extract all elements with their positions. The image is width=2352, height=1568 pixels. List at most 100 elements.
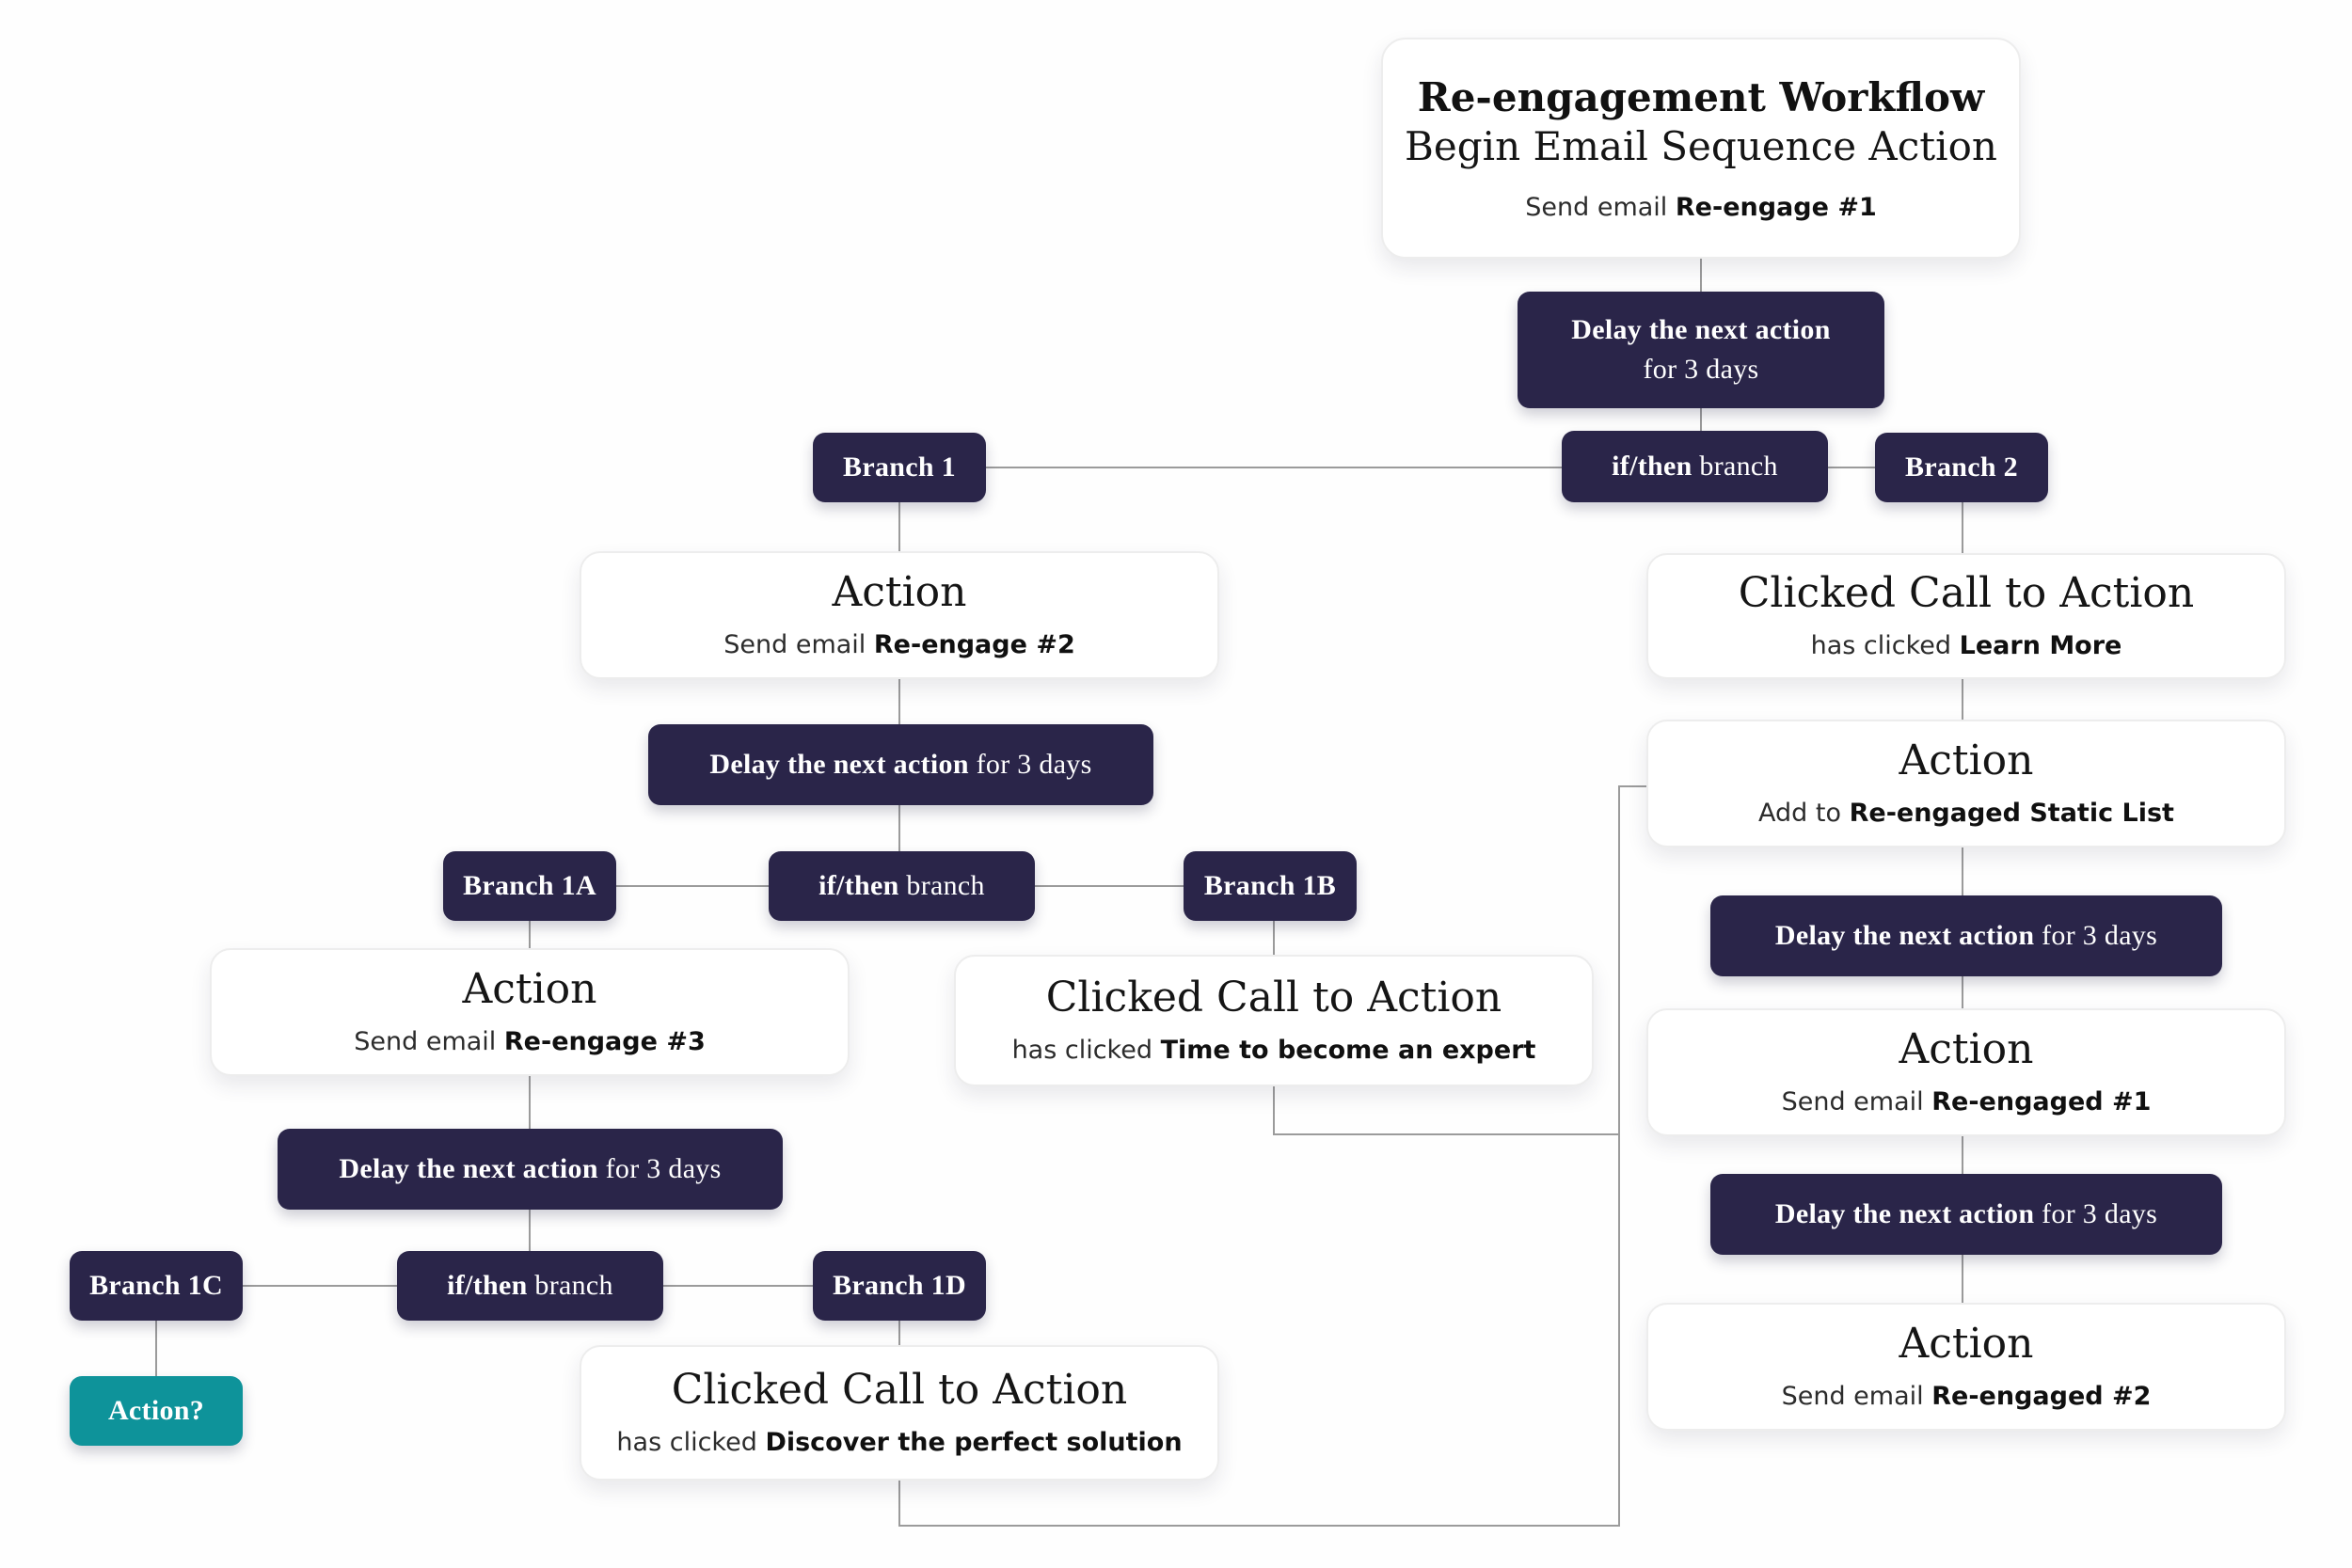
node-cta-learn-more: Clicked Call to Action has clicked Learn… — [1646, 553, 2286, 679]
connector-line — [1962, 1136, 1963, 1174]
node-branch-1: Branch 1 — [813, 433, 986, 502]
connector-line — [898, 679, 900, 724]
body-bold-text: Re-engaged #2 — [1931, 1382, 2152, 1411]
node-title: Clicked Call to Action — [1738, 568, 2195, 617]
ifthen-bold-text: if/then — [447, 1270, 528, 1301]
body-bold-text: Re-engage #3 — [503, 1027, 706, 1056]
node-body: Send email Re-engage #2 — [723, 630, 1074, 660]
node-ifthen-3: if/then branch — [397, 1251, 663, 1321]
body-text: Send email — [1781, 1087, 1932, 1117]
ifthen-label: if/then branch — [1612, 447, 1778, 486]
delay-label: Delay the next action for 3 days — [339, 1149, 721, 1189]
connector-line — [529, 1076, 531, 1129]
connector-line — [1618, 786, 1620, 1527]
ifthen-bold-text: if/then — [818, 870, 899, 901]
delay-rest-text: for 3 days — [2034, 1198, 2158, 1229]
branch-label: Branch 1D — [833, 1270, 966, 1301]
node-action-send-reengage-3: Action Send email Re-engage #3 — [210, 948, 850, 1076]
terminal-label: Action? — [107, 1395, 205, 1426]
delay-rest-text: for 3 days — [2034, 920, 2158, 951]
body-text: has clicked — [1810, 631, 1960, 660]
node-ifthen-2: if/then branch — [769, 851, 1035, 921]
connector-line — [986, 467, 1562, 468]
connector-line — [1828, 467, 1875, 468]
node-body: has clicked Time to become an expert — [1012, 1036, 1536, 1066]
node-ifthen-1: if/then branch — [1562, 431, 1828, 502]
node-delay-right-1: Delay the next action for 3 days — [1710, 895, 2222, 976]
connector-line — [898, 1525, 1620, 1527]
connector-line — [1700, 408, 1702, 431]
ifthen-bold-text: if/then — [1612, 451, 1692, 482]
node-cta-expert: Clicked Call to Action has clicked Time … — [954, 955, 1594, 1086]
connector-line — [529, 1210, 531, 1251]
connector-line — [1035, 885, 1184, 887]
node-delay-right-2: Delay the next action for 3 days — [1710, 1174, 2222, 1255]
node-body: Add to Re-engaged Static List — [1758, 799, 2174, 829]
delay-label: Delay the next action for 3 days — [1775, 916, 2157, 956]
delay-rest-text: for 3 days — [597, 1153, 722, 1184]
node-action-send-reengaged-2: Action Send email Re-engaged #2 — [1646, 1303, 2286, 1431]
node-action-send-reengaged-1: Action Send email Re-engaged #1 — [1646, 1008, 2286, 1136]
node-title: Action — [1899, 1024, 2034, 1073]
connector-line — [1700, 259, 1702, 292]
workflow-title: Re-engagement Workflow — [1417, 73, 1985, 120]
branch-label: Branch 1B — [1203, 870, 1337, 901]
connector-line — [898, 1321, 900, 1345]
connector-line — [898, 805, 900, 851]
body-bold-text: Re-engaged Static List — [1849, 799, 2174, 828]
delay-bold-text: Delay the next action — [709, 749, 969, 780]
body-bold-text: Time to become an expert — [1160, 1036, 1536, 1065]
connector-line — [898, 502, 900, 551]
connector-line — [1962, 1255, 1963, 1303]
ifthen-label: if/then branch — [447, 1266, 613, 1306]
delay-rest-text: for 3 days — [968, 749, 1092, 780]
node-title: Action — [462, 964, 597, 1013]
connector-line — [1962, 847, 1963, 895]
delay-bold-text: Delay the next action — [339, 1153, 598, 1184]
connector-line — [529, 921, 531, 948]
body-text: Add to — [1758, 799, 1850, 828]
node-branch-1a: Branch 1A — [443, 851, 616, 921]
body-bold-text: Re-engage #1 — [1675, 192, 1877, 222]
connector-line — [898, 1481, 900, 1527]
delay-label: Delay the next action for 3 days — [1775, 1195, 2157, 1234]
node-title: Clicked Call to Action — [671, 1365, 1128, 1414]
body-bold-text: Re-engage #2 — [873, 630, 1075, 659]
node-branch-1b: Branch 1B — [1184, 851, 1357, 921]
node-branch-1c: Branch 1C — [70, 1251, 243, 1321]
connector-line — [1273, 921, 1275, 955]
delay-bold-text: Delay the next action — [1571, 314, 1831, 345]
node-body: Send email Re-engaged #2 — [1782, 1382, 2152, 1412]
connector-line — [155, 1321, 157, 1376]
node-delay-2: Delay the next action for 3 days — [278, 1129, 783, 1210]
node-delay-top: Delay the next action for 3 days — [1518, 292, 1884, 408]
delay-bold-text: Delay the next action — [1774, 920, 2035, 951]
delay-bold-text: Delay the next action — [1774, 1198, 2035, 1229]
connector-line — [243, 1285, 397, 1287]
node-title: Action — [1899, 1319, 2034, 1368]
node-delay-1: Delay the next action for 3 days — [648, 724, 1153, 805]
body-text: Send email — [354, 1027, 504, 1056]
branch-label: Branch 1C — [89, 1270, 223, 1301]
node-body: has clicked Learn More — [1811, 631, 2122, 661]
delay-label: Delay the next action for 3 days — [709, 745, 1091, 784]
connector-line — [1618, 785, 1648, 787]
connector-line — [1273, 1086, 1275, 1135]
connector-line — [1273, 1133, 1620, 1135]
body-text: has clicked — [1011, 1036, 1161, 1065]
node-cta-discover: Clicked Call to Action has clicked Disco… — [580, 1345, 1219, 1481]
branch-label: Branch 1 — [843, 451, 956, 483]
ifthen-rest-text: branch — [527, 1270, 613, 1301]
node-body: Send email Re-engage #1 — [1525, 193, 1876, 223]
node-action-question: Action? — [70, 1376, 243, 1446]
node-branch-1d: Branch 1D — [813, 1251, 986, 1321]
node-body: has clicked Discover the perfect solutio… — [616, 1428, 1182, 1458]
node-title: Action — [1899, 736, 2034, 784]
node-start: Re-engagement Workflow Begin Email Seque… — [1381, 38, 2021, 259]
delay-line-1: Delay the next action — [1571, 310, 1830, 350]
node-branch-2: Branch 2 — [1875, 433, 2048, 502]
connector-line — [1962, 679, 1963, 720]
connector-line — [616, 885, 769, 887]
body-text: Send email — [723, 630, 874, 659]
